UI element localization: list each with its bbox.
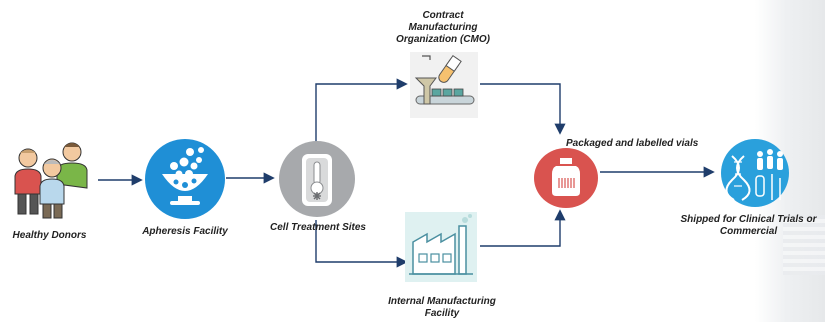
label-apheresis: Apheresis Facility	[142, 226, 228, 237]
arrow-internal-to-vials	[480, 209, 566, 247]
bowl-icon	[145, 139, 225, 219]
factory-icon	[405, 212, 477, 282]
label-cell-treatment: Cell Treatment Sites	[270, 222, 366, 233]
thermometer-icon	[279, 141, 355, 217]
dna-people-icon	[721, 139, 789, 207]
label-cmo: Contract Manufacturing Organization (CMO…	[396, 10, 490, 45]
vial-icon	[534, 148, 598, 208]
lab-flask-icon	[410, 52, 478, 118]
people-icon	[14, 142, 88, 219]
label-internal-mfg: Internal Manufacturing Facility	[388, 296, 496, 319]
label-healthy-donors: Healthy Donors	[12, 230, 87, 241]
arrow-cmo-to-vials	[480, 83, 566, 135]
label-shipped: Shipped for Clinical Trials or Commercia…	[680, 214, 817, 237]
label-packaged: Packaged and labelled vials	[566, 138, 699, 149]
arrow-cell-treatment-to-cmo	[315, 78, 408, 142]
arrow-cell-treatment-to-internal	[315, 220, 408, 268]
